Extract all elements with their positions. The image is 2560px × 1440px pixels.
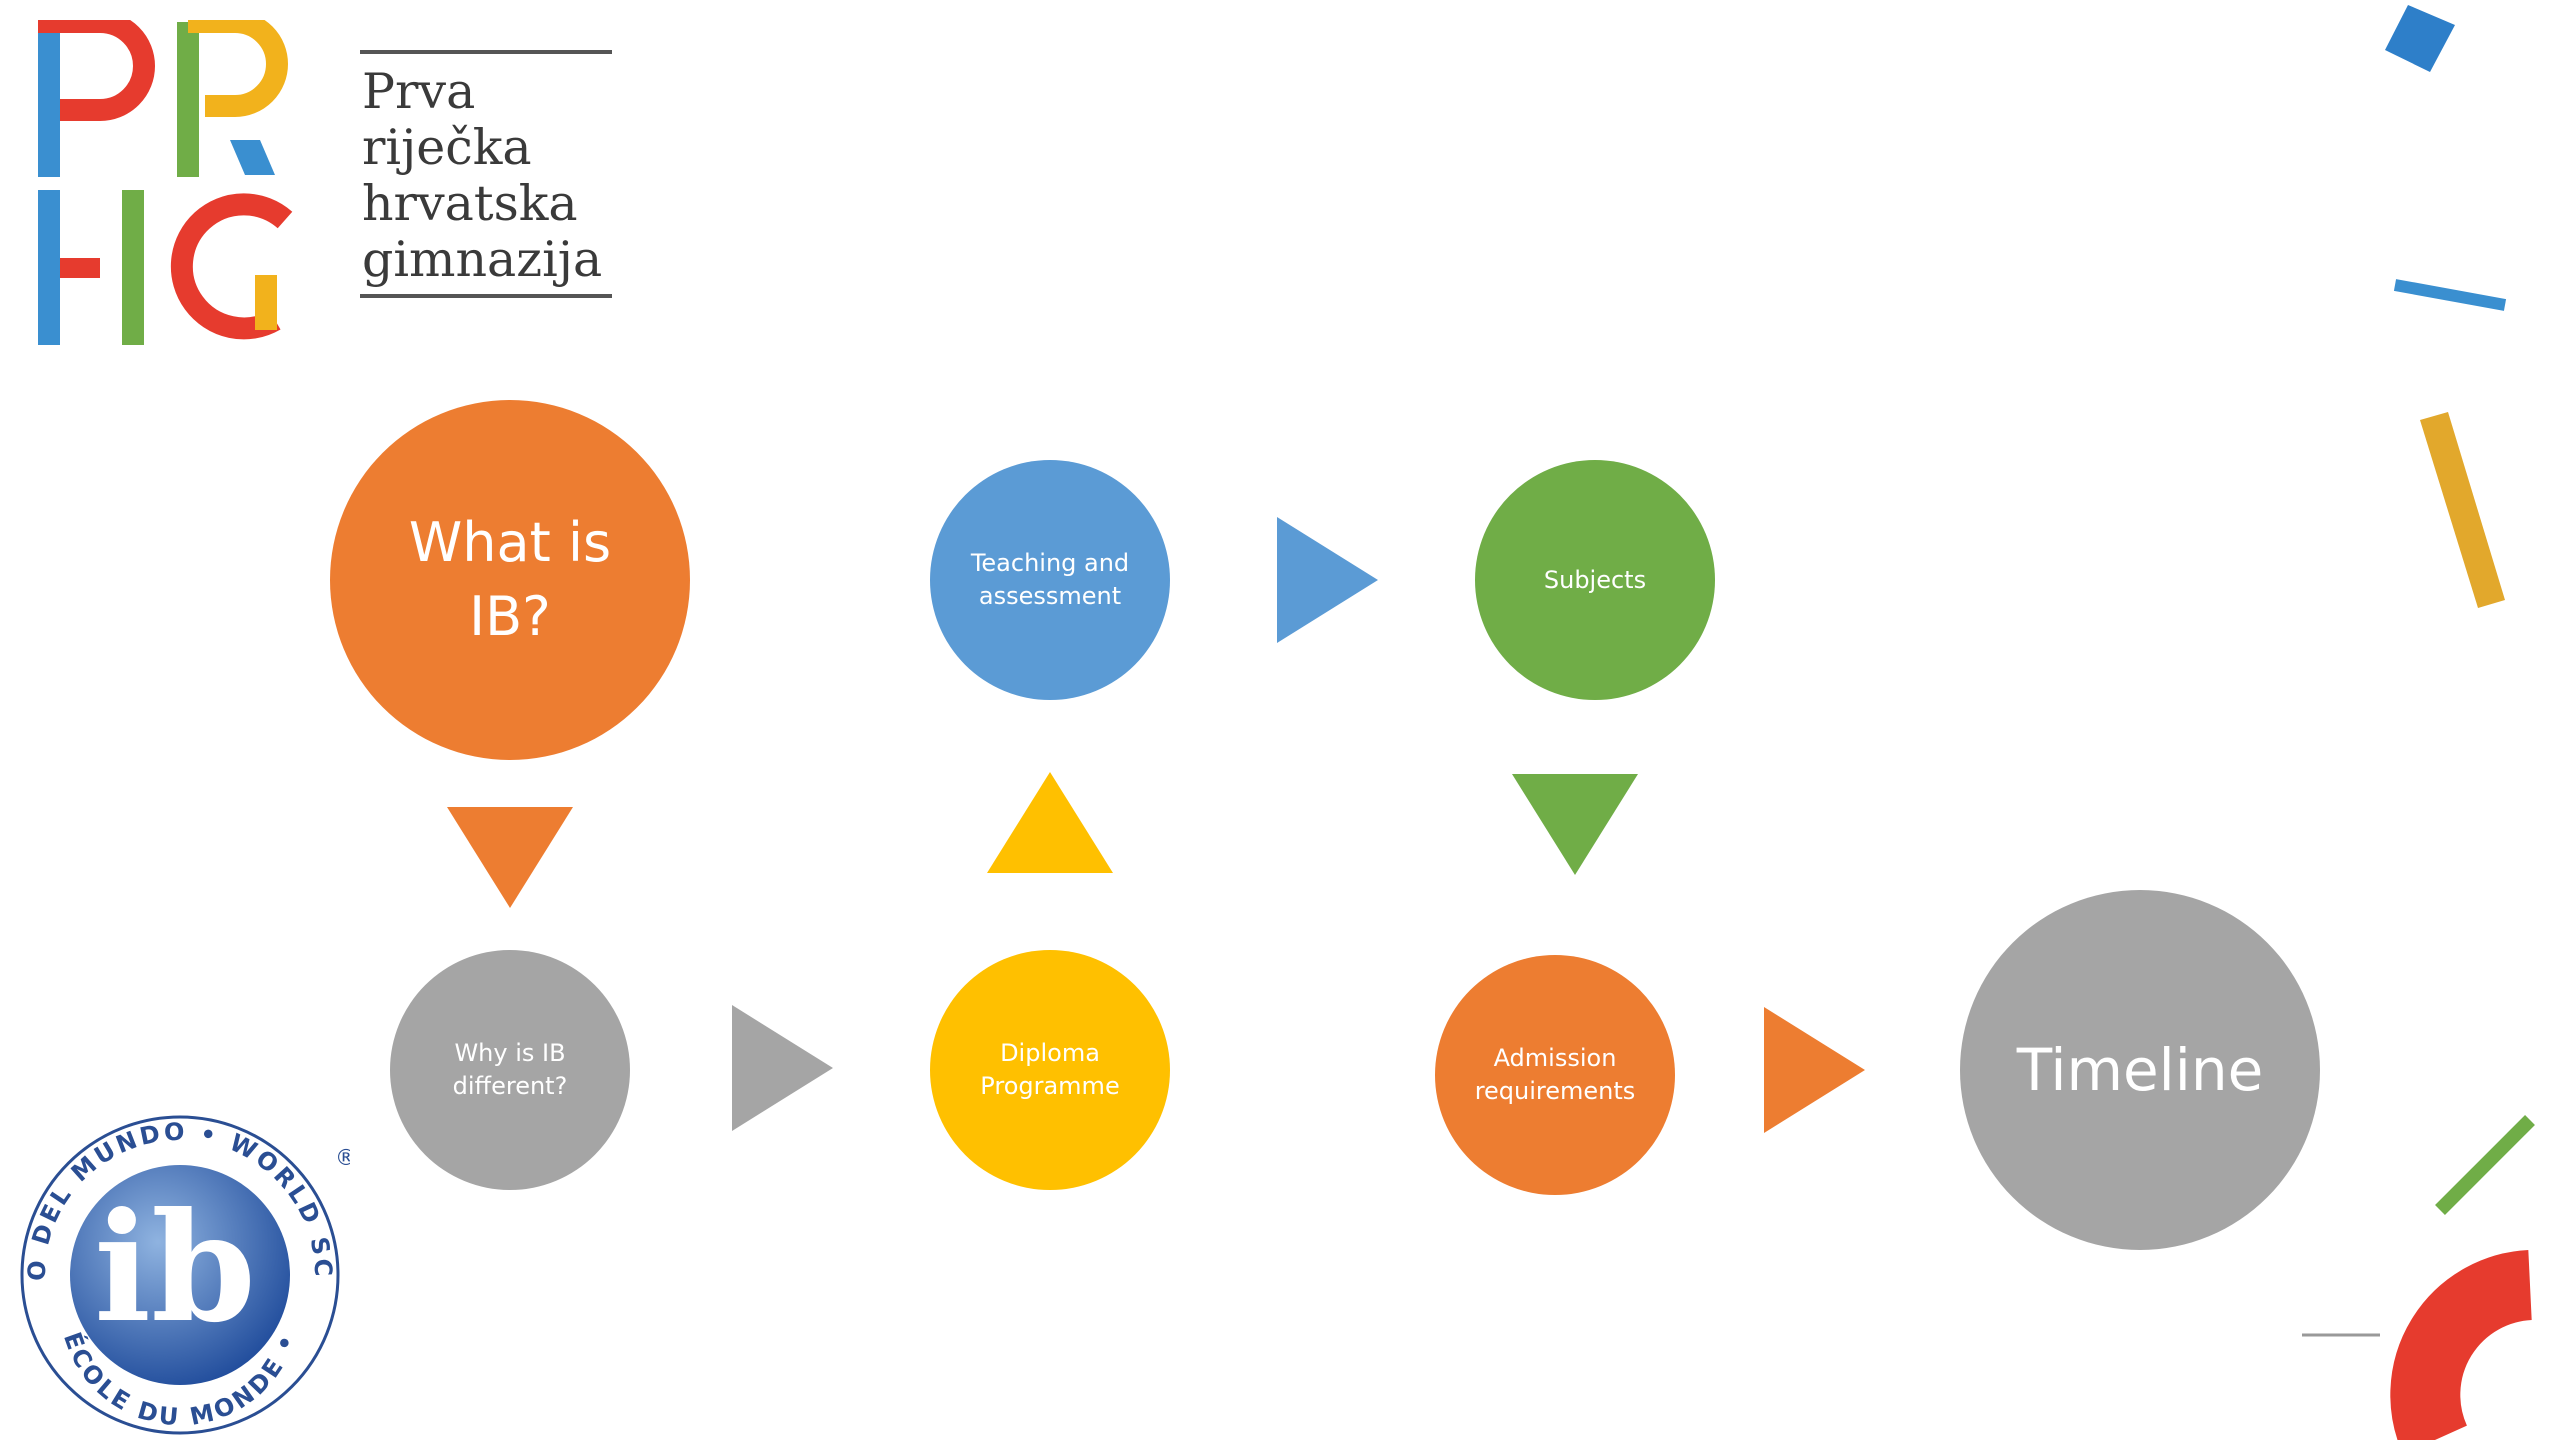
arrow-down-orange: [447, 807, 573, 908]
node-timeline-label: Timeline: [2016, 1036, 2264, 1104]
school-name-line-3: hrvatska: [362, 175, 578, 232]
node-admission-requirements-label: Admission requirements: [1474, 1044, 1636, 1105]
node-timeline[interactable]: Timeline: [1960, 890, 2320, 1250]
school-name-line-1: Prva: [362, 63, 476, 120]
node-teaching-assessment[interactable]: Teaching and assessment: [930, 460, 1170, 700]
school-name-line-4: gimnazija: [362, 231, 603, 288]
arrow-right-orange: [1764, 1007, 1865, 1133]
ib-world-school-badge: COLEGIO DEL MUNDO • WORLD SCHOOL • ÉCOLE…: [10, 1105, 350, 1435]
node-what-is-ib-label: What is IB?: [408, 511, 612, 648]
arrow-right-blue: [1277, 517, 1378, 643]
prhg-logo-mark: [38, 20, 293, 345]
school-name-line-2: riječka: [362, 119, 532, 176]
node-subjects-label: Subjects: [1543, 565, 1647, 594]
arrow-up-gold: [987, 772, 1113, 873]
svg-text:®: ®: [335, 1146, 350, 1171]
arrow-down-green: [1512, 774, 1638, 875]
node-why-ib-different[interactable]: Why is IB different?: [390, 950, 630, 1190]
node-diploma-programme-label: Diploma Programme: [980, 1039, 1120, 1100]
node-diploma-programme[interactable]: Diploma Programme: [930, 950, 1170, 1190]
decorative-shapes: [2302, 5, 2535, 1440]
school-name: Prva riječka hrvatska gimnazija: [360, 50, 612, 298]
arrow-right-gray: [732, 1005, 833, 1131]
ib-mark: ib: [94, 1180, 256, 1356]
node-teaching-assessment-label: Teaching and assessment: [970, 549, 1130, 610]
node-what-is-ib[interactable]: What is IB?: [330, 400, 690, 760]
node-admission-requirements[interactable]: Admission requirements: [1435, 955, 1675, 1195]
node-subjects[interactable]: Subjects: [1475, 460, 1715, 700]
node-why-ib-different-label: Why is IB different?: [452, 1039, 568, 1100]
